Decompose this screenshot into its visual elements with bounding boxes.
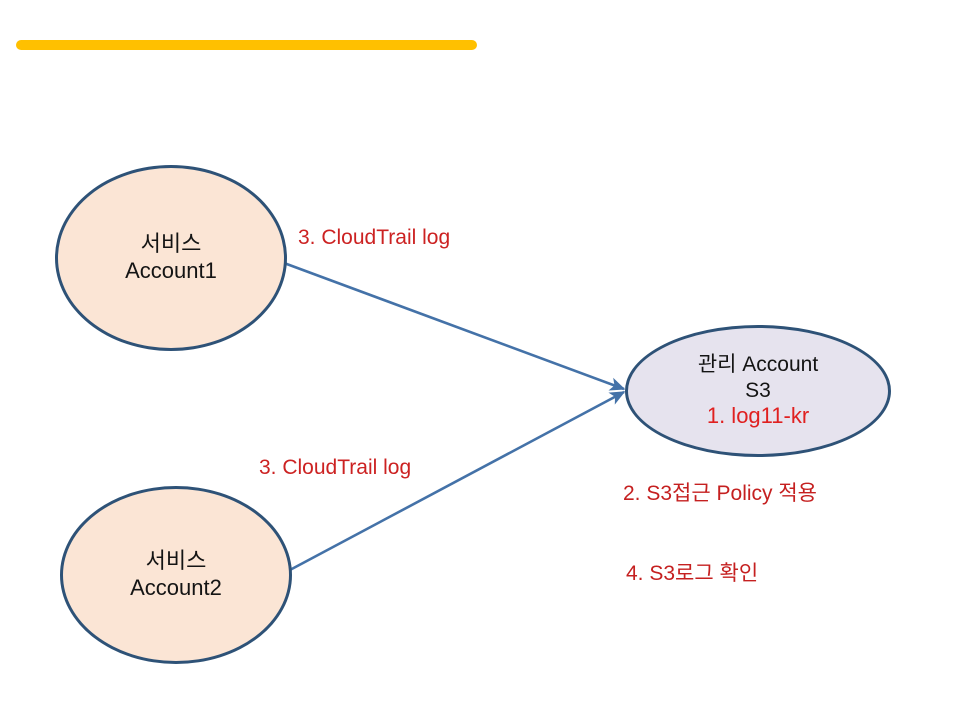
node-mgmt-line-2: S3 [745, 378, 771, 402]
node-account1-line-2: Account1 [125, 258, 217, 283]
annotation-cloudtrail-log-bottom: 3. CloudTrail log [259, 456, 412, 479]
annotation-s3-log-verify: 4. S3로그 확인 [626, 562, 759, 585]
node-service-account2[interactable]: 서비스 Account2 [60, 486, 292, 664]
node-management-account-s3[interactable]: 관리 Account S3 1. log11-kr [625, 325, 891, 457]
node-service-account1[interactable]: 서비스 Account1 [55, 165, 287, 351]
node-mgmt-line-1: 관리 Account [697, 352, 819, 376]
node-account2-line-2: Account2 [130, 575, 222, 600]
node-mgmt-bucket-label: 1. log11-kr [706, 403, 810, 429]
arrow-account2-to-mgmt [287, 390, 626, 573]
node-account2-line-1: 서비스 [145, 548, 207, 574]
annotation-cloudtrail-log-top: 3. CloudTrail log [298, 226, 451, 249]
top-accent-bar [16, 40, 477, 50]
arrow-account1-to-mgmt [283, 261, 626, 391]
annotation-s3-access-policy: 2. S3접근 Policy 적용 [623, 482, 817, 505]
node-account1-line-1: 서비스 [140, 231, 202, 257]
